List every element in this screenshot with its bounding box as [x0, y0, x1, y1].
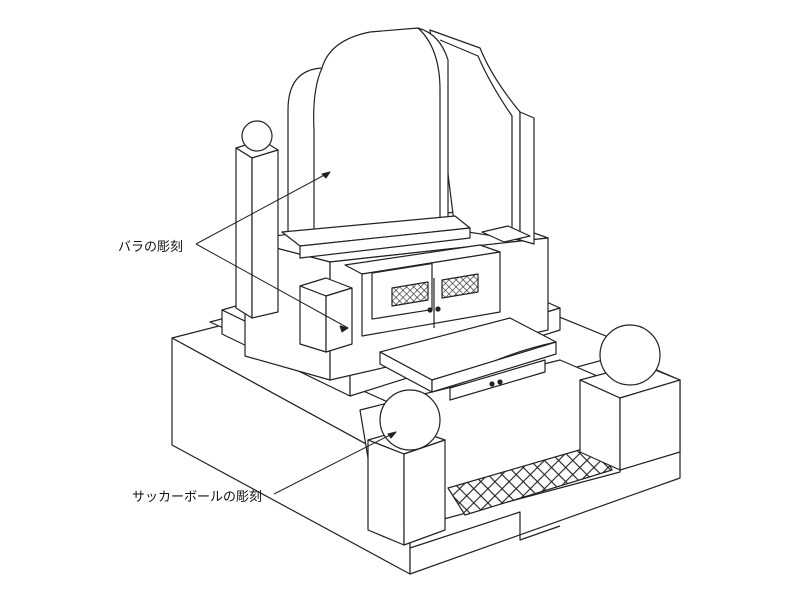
right-soccer-ball — [600, 325, 660, 385]
incense-cabinet — [345, 245, 500, 336]
drain-grate — [448, 444, 612, 515]
left-vase-holder — [300, 278, 352, 352]
main-stone — [282, 28, 470, 258]
right-vase-holder — [482, 226, 530, 242]
soccer-leader — [274, 432, 396, 494]
soccer-carving-label: サッカーボールの彫刻 — [132, 490, 263, 505]
left-pillar-sphere — [242, 121, 272, 151]
leader-lines — [196, 172, 396, 494]
cabinet-grille-left — [392, 282, 428, 306]
offering-table — [380, 318, 556, 400]
cabinet-grille-right — [442, 274, 478, 298]
rose-leader-1 — [196, 172, 330, 244]
left-pillar — [236, 140, 278, 318]
side-wing — [430, 30, 534, 244]
front-soccer-ball — [380, 390, 440, 450]
rose-leader-2 — [196, 244, 348, 328]
rose-carving-label: バラの彫刻 — [118, 240, 184, 255]
